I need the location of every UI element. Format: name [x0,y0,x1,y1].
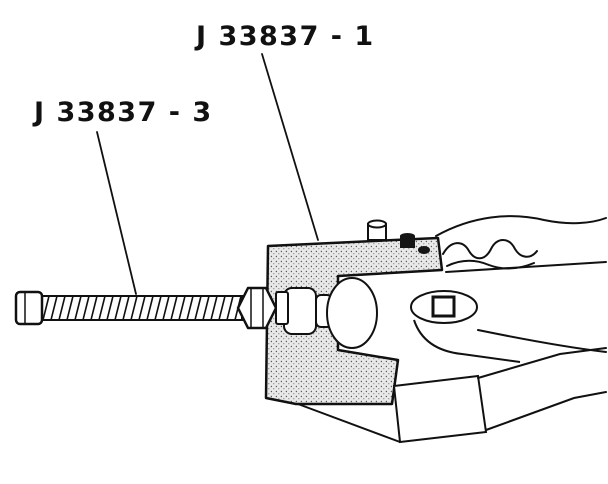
lower-bracket [297,347,607,444]
bolt-head-left-top [367,219,387,229]
washer [275,291,289,325]
arm-lower-edge [477,329,607,353]
clamp-tool-body [264,236,444,406]
boot-wave-upper [442,239,538,260]
callout-label-tool-body: J 33837 - 1 [194,21,375,52]
threaded-shaft [41,295,243,321]
joint-boot-detail [442,239,538,270]
leader-line-tool-body [261,53,319,241]
bracket-bar-top [477,347,607,379]
clamp-body-outline [264,236,444,406]
hex-nut [236,286,278,330]
arm-upper-edge [445,261,607,273]
fastener-dot [418,246,430,254]
bolt-head-right-top [400,233,415,239]
bracket-bar-bottom [485,391,607,431]
press-pad [326,277,378,349]
screw-knob [14,290,44,326]
bracket-plate [392,374,488,444]
boss-square-hole [431,295,456,318]
boot-wave-lower [446,259,535,270]
retaining-bolts [367,219,430,254]
arm-top-silhouette [435,215,607,237]
boss-lower-curve [413,319,521,363]
leader-line-forcing-screw [96,131,137,295]
bolt-head-right [400,236,415,248]
workpiece-arm-drawing [435,215,607,353]
callout-label-forcing-screw: J 33837 - 3 [32,97,213,128]
forcing-screw [14,286,289,330]
bracket-connector [297,403,401,443]
callout-leaders [96,53,319,295]
arm-boss [410,290,521,363]
